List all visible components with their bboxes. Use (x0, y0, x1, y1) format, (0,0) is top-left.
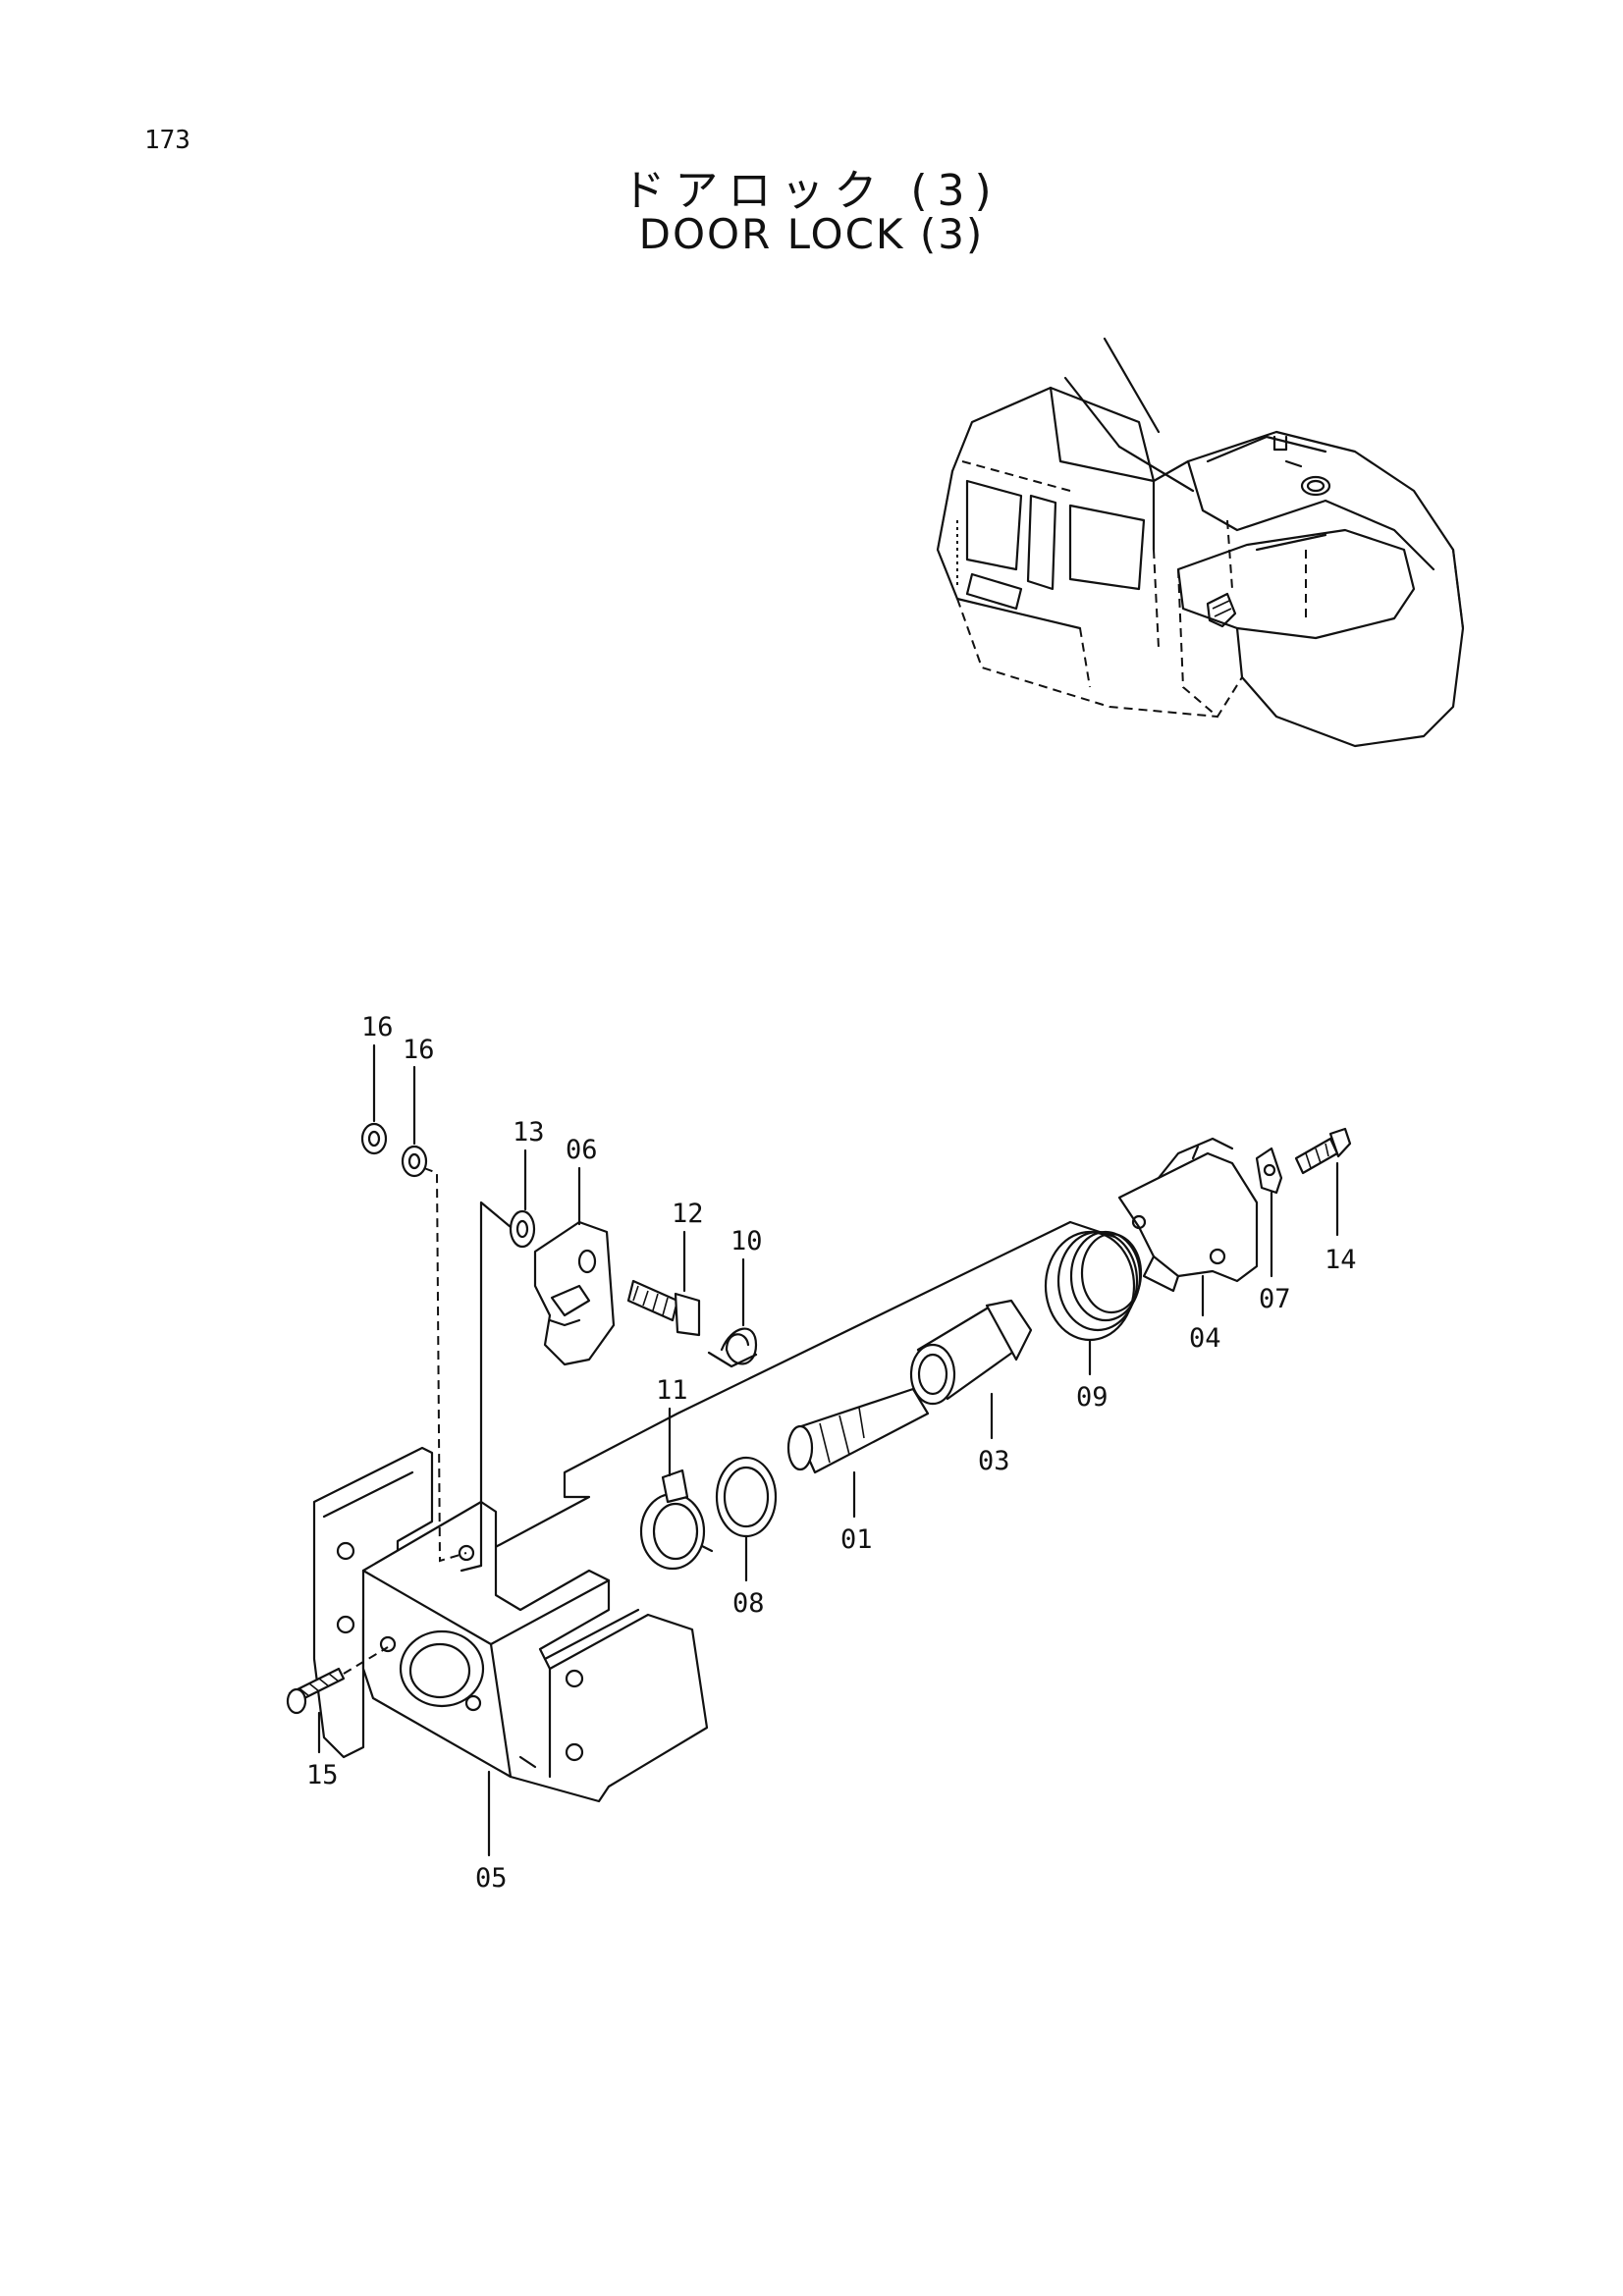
callout-10: 10 (730, 1226, 763, 1256)
leader-lines (317, 1043, 1339, 1857)
bracket-05 (312, 1446, 709, 1803)
title-english: DOOR LOCK (3) (638, 210, 985, 258)
callout-06: 06 (566, 1135, 598, 1165)
page-number: 173 (144, 126, 190, 155)
callout-16b: 16 (403, 1035, 435, 1065)
callout-05: 05 (475, 1863, 508, 1894)
door-lock-exploded-view: 16 16 13 06 12 10 11 14 07 04 09 03 01 0… (286, 1012, 1357, 1894)
spring-10 (707, 1327, 758, 1368)
cover-04 (1117, 1137, 1259, 1293)
screw-14 (1294, 1127, 1352, 1175)
cam-11 (639, 1468, 714, 1571)
title-japanese: ドアロック (3) (622, 166, 1001, 216)
callout-13: 13 (513, 1117, 545, 1148)
callout-14: 14 (1325, 1245, 1357, 1275)
excavator-overview-illustration (936, 337, 1465, 748)
nut-16a (360, 1122, 388, 1155)
screw-15 (286, 1646, 389, 1715)
callout-12: 12 (672, 1199, 704, 1229)
bolt-12 (626, 1279, 701, 1337)
callout-11: 11 (656, 1375, 688, 1406)
nut-16b (401, 1145, 428, 1178)
latch-plate-06 (533, 1220, 616, 1366)
callout-07: 07 (1259, 1284, 1291, 1314)
callout-15: 15 (306, 1760, 339, 1790)
o-ring-08 (715, 1456, 778, 1538)
callout-03: 03 (978, 1446, 1010, 1476)
callout-09: 09 (1076, 1382, 1109, 1413)
washer-13 (509, 1209, 536, 1249)
tab-07 (1255, 1147, 1283, 1195)
callout-16a: 16 (361, 1012, 394, 1042)
coil-09 (1044, 1230, 1143, 1342)
shaft-01 (786, 1387, 935, 1474)
callout-01: 01 (840, 1524, 873, 1555)
callout-04: 04 (1189, 1323, 1221, 1354)
cylinder-03 (909, 1299, 1033, 1406)
callout-08: 08 (732, 1588, 765, 1619)
